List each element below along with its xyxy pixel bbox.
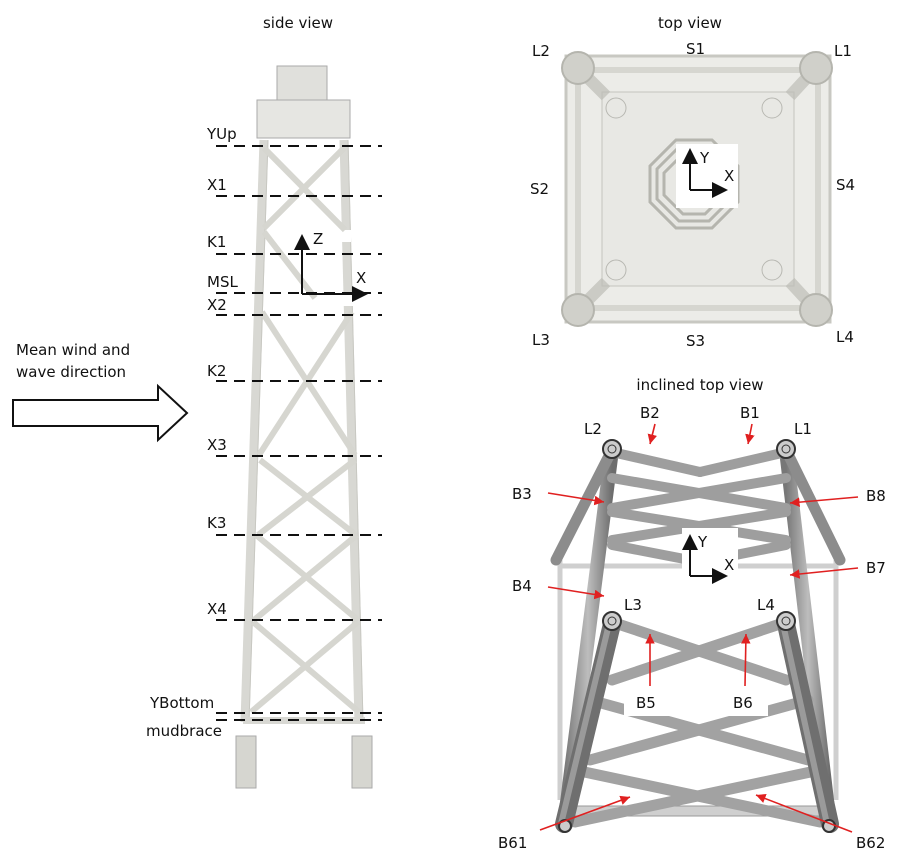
brace-b1: B1 [740, 404, 760, 422]
top-leg-circles [561, 51, 833, 327]
top-view: top view [530, 14, 855, 350]
brace-b62: B62 [856, 834, 885, 852]
brace-b3: B3 [512, 485, 532, 503]
brace-pointer-arrows [539, 423, 859, 833]
level-mudbrace: mudbrace [146, 722, 222, 740]
level-x3: X3 [207, 436, 227, 454]
inclined-leg-l2: L2 [584, 420, 602, 438]
level-x2: X2 [207, 296, 227, 314]
inclined-leg-tops [558, 439, 836, 833]
top-view-title: top view [658, 14, 722, 32]
pile-right [351, 735, 373, 789]
wind-label-line2: wave direction [16, 363, 126, 381]
inclined-leg-l3: L3 [624, 596, 642, 614]
level-yup: YUp [206, 125, 237, 143]
brace-b61: B61 [498, 834, 527, 852]
top-leg-l3: L3 [532, 331, 550, 349]
top-axis-x: X [724, 167, 734, 185]
inclined-axis-x: X [724, 556, 734, 574]
top-leg-l1: L1 [834, 42, 852, 60]
wind-arrow [12, 383, 189, 443]
inclined-top-view: inclined top view [498, 376, 886, 852]
wind-label-line1: Mean wind and [16, 341, 130, 359]
top-side-s3: S3 [686, 332, 705, 350]
brace-b5: B5 [636, 694, 656, 712]
level-msl: MSL [207, 273, 238, 291]
inclined-view-title: inclined top view [636, 376, 763, 394]
inclined-axis-y: Y [697, 533, 708, 551]
level-lines [216, 145, 382, 721]
mudbrace-member [243, 717, 365, 724]
level-k2: K2 [207, 362, 226, 380]
level-x4: X4 [207, 600, 227, 618]
inclined-leg-l1: L1 [794, 420, 812, 438]
side-braces [249, 145, 361, 715]
pile-left [235, 735, 257, 789]
tower-stub [276, 65, 328, 103]
side-view-title: side view [263, 14, 333, 32]
brace-b4: B4 [512, 577, 532, 595]
brace-b6: B6 [733, 694, 753, 712]
wind-direction: Mean wind and wave direction [12, 341, 189, 443]
level-ybottom: YBottom [149, 694, 214, 712]
inclined-axes [682, 534, 728, 584]
top-side-s1: S1 [686, 40, 705, 58]
level-k3: K3 [207, 514, 226, 532]
level-k1: K1 [207, 233, 226, 251]
brace-b8: B8 [866, 487, 886, 505]
top-axes [682, 148, 728, 198]
side-axes [294, 234, 368, 302]
side-axis-z: Z [313, 230, 323, 248]
brace-b2: B2 [640, 404, 660, 422]
top-leg-l4: L4 [836, 328, 854, 346]
brace-b7: B7 [866, 559, 886, 577]
top-leg-l2: L2 [532, 42, 550, 60]
top-side-s2: S2 [530, 180, 549, 198]
top-side-s4: S4 [836, 176, 855, 194]
side-axis-x: X [356, 269, 366, 287]
inclined-leg-l4: L4 [757, 596, 775, 614]
level-x1: X1 [207, 176, 227, 194]
side-view: side view [146, 14, 382, 789]
transition-piece [256, 99, 351, 139]
top-axis-y: Y [699, 149, 710, 167]
